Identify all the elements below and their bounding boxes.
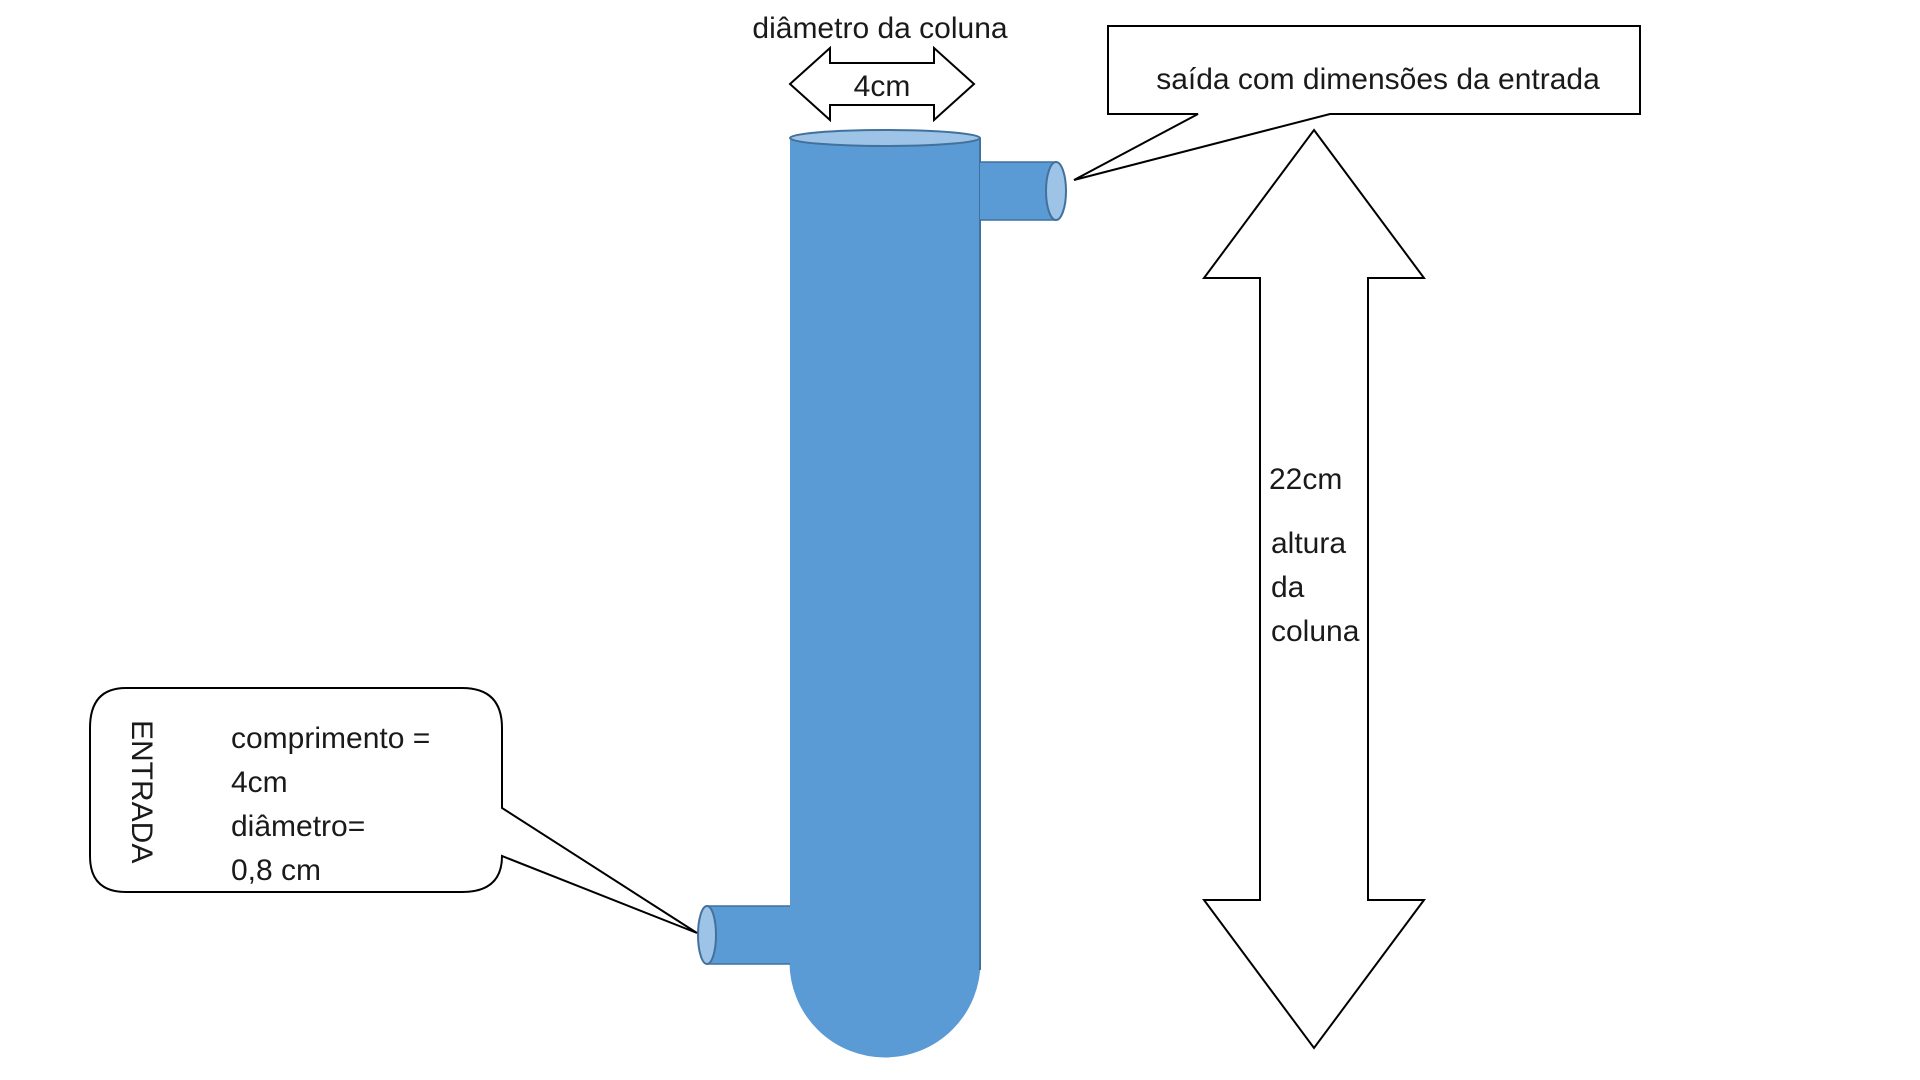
outlet-pipe — [980, 161, 1067, 221]
outlet-callout: saída com dimensões da entrada — [1073, 25, 1641, 181]
inlet-pipe-opening — [697, 905, 717, 965]
diameter-value: 4cm — [854, 70, 911, 103]
column-bottom-cap — [789, 961, 981, 1058]
diameter-dimension: diâmetro da coluna 4cm — [752, 12, 1008, 123]
inlet-line-2: 4cm — [231, 766, 288, 799]
inlet-callout: ENTRADA comprimento = 4cm diâmetro= 0,8 … — [89, 687, 698, 934]
inlet-line-4: 0,8 cm — [231, 854, 321, 887]
column — [789, 129, 981, 1058]
inlet-pipe-body — [707, 906, 790, 964]
inlet-pipe — [697, 905, 790, 965]
diameter-title: diâmetro da coluna — [752, 12, 1007, 45]
outlet-callout-box — [1073, 25, 1641, 181]
height-label-line-3: coluna — [1271, 615, 1360, 648]
height-value: 22cm — [1269, 463, 1342, 496]
inlet-callout-title: ENTRADA — [125, 720, 158, 863]
outlet-pipe-body — [980, 162, 1056, 220]
outlet-callout-text: saída com dimensões da entrada — [1156, 63, 1600, 96]
inlet-callout-box — [89, 687, 698, 934]
diameter-double-arrow — [788, 45, 976, 123]
height-label-line-2: da — [1271, 571, 1305, 604]
height-double-arrow — [1202, 128, 1426, 1050]
height-dimension: 22cm altura da coluna — [1202, 128, 1426, 1050]
inlet-line-1: comprimento = — [231, 722, 430, 755]
inlet-line-3: diâmetro= — [231, 810, 365, 843]
outlet-pipe-opening — [1045, 161, 1067, 221]
column-top-opening — [789, 129, 981, 147]
column-body — [790, 138, 980, 970]
height-label-line-1: altura — [1271, 527, 1346, 560]
